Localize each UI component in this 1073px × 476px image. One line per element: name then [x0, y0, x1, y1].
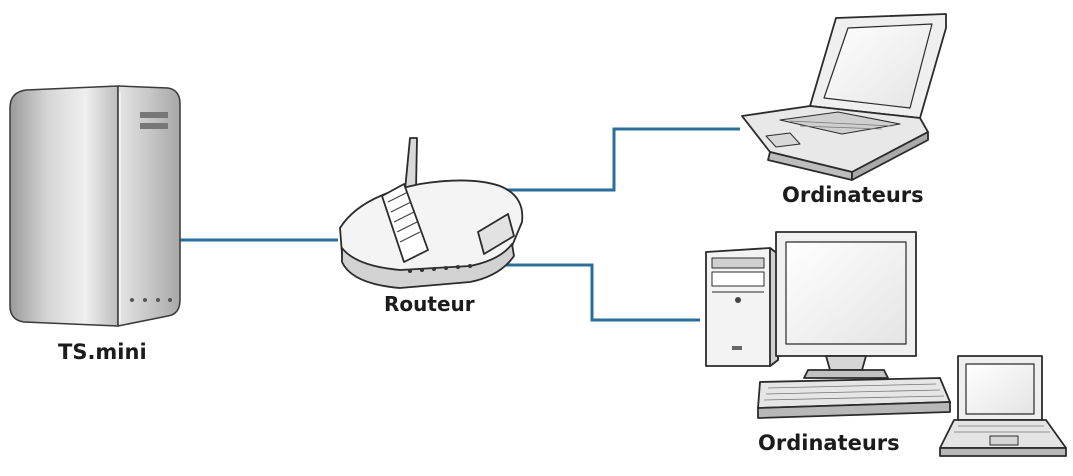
- ts-mini-label: TS.mini: [58, 340, 147, 364]
- desktop-pc-icon: [705, 231, 951, 419]
- network-cables: [180, 127, 740, 322]
- computers-bottom-label: Ordinateurs: [758, 431, 900, 455]
- nas-server-icon: [9, 85, 181, 327]
- wireless-router-icon: [339, 137, 524, 289]
- cable-router-laptop: [485, 127, 740, 192]
- router-label: Routeur: [384, 292, 475, 316]
- computers-top-label: Ordinateurs: [782, 183, 924, 207]
- laptop-icon-bottom: [939, 355, 1067, 457]
- cable-router-desktop: [485, 263, 700, 322]
- laptop-icon: [741, 13, 947, 181]
